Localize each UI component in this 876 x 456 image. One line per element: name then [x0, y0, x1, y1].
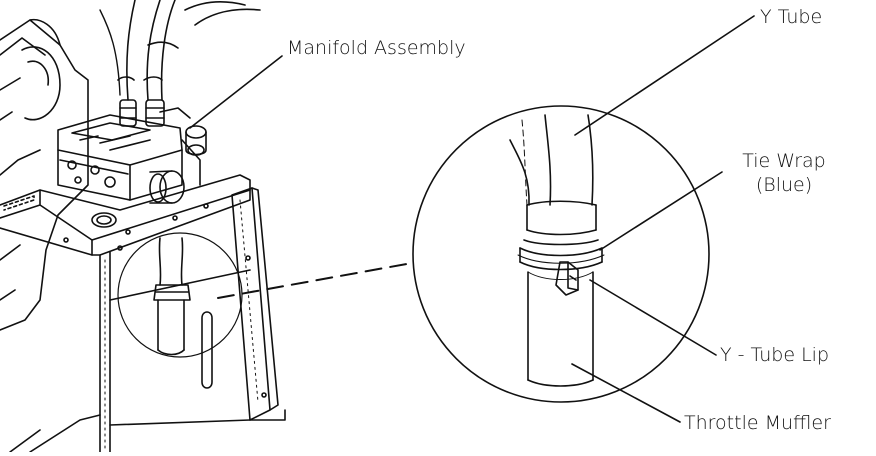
leader-y-tube-lip [589, 279, 717, 356]
leader-throttle-muffler [571, 363, 681, 423]
leader-y-tube [574, 15, 755, 136]
tie-wrap-label: Tie Wrap (Blue) [725, 149, 843, 197]
leader-tie-wrap [599, 171, 723, 251]
machine-assembly-drawing [0, 0, 286, 453]
throttle-muffler-label: Throttle Muffler [684, 412, 831, 434]
detail-view [412, 105, 710, 403]
tie-wrap-label-line1: Tie Wrap [742, 150, 826, 172]
y-tube-label: Y Tube [760, 6, 823, 28]
detail-leader-line [217, 262, 413, 299]
tie-wrap-label-line2: (Blue) [755, 174, 813, 196]
leader-manifold-assembly [189, 55, 283, 129]
manifold-assembly-label: Manifold Assembly [287, 37, 466, 59]
y-tube-lip-label: Y - Tube Lip [720, 344, 830, 366]
